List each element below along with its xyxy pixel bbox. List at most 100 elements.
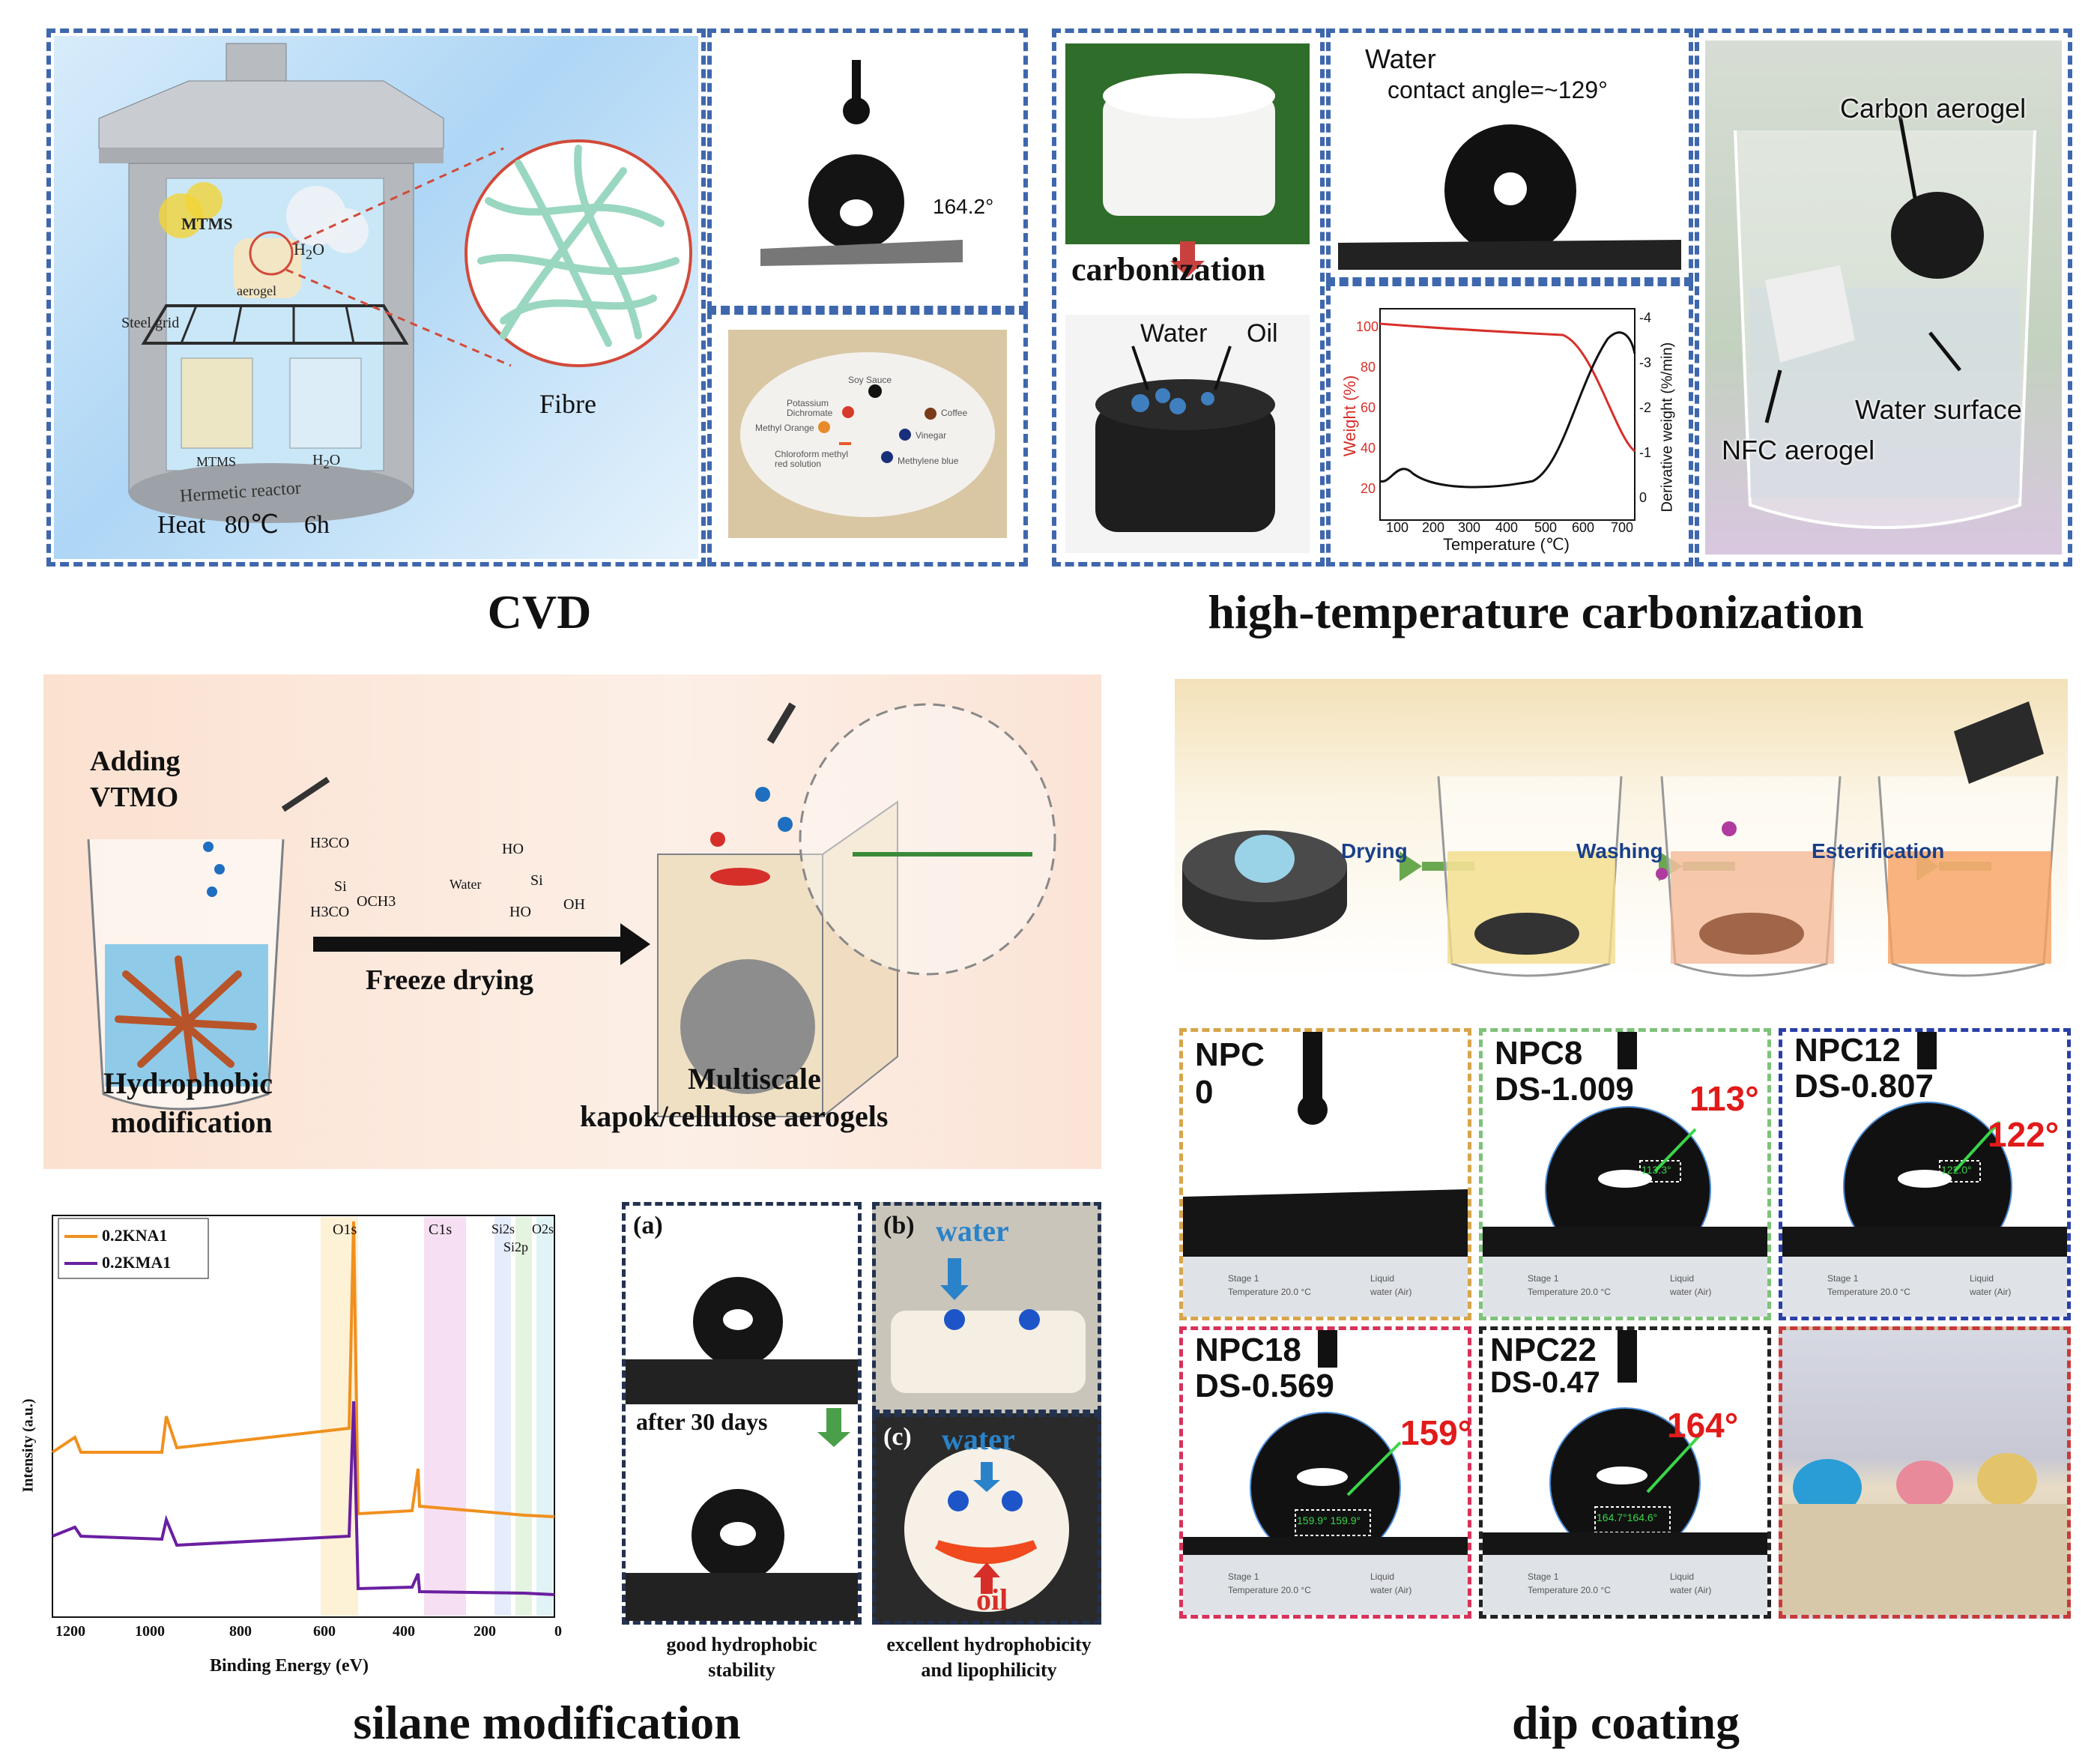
npc8-liquid: Liquid: [1670, 1273, 1695, 1284]
hydrophobic-label: Hydrophobic: [103, 1066, 273, 1100]
step-washing: Washing: [1576, 839, 1663, 863]
beaker-o: O: [329, 452, 341, 468]
npc8-water: water (Air): [1670, 1287, 1712, 1297]
xps-chart-svg: [51, 1215, 555, 1618]
after-30-days: after 30 days: [636, 1408, 768, 1435]
npc8-stage: Stage 1: [1528, 1273, 1559, 1284]
cvd-reactor-illustration: MTMS H2O aerogel Steel grid MTMS H2O Her…: [54, 36, 698, 559]
sample-npc: NPC 0 Stage 1 Temperature 20.0 °C Liquid…: [1179, 1028, 1471, 1320]
silane-title: silane modification: [353, 1696, 741, 1749]
white-aerogel-drawing: [1103, 73, 1275, 216]
carbon-contact-image: Water contact angle=~129°: [1338, 40, 1681, 270]
heat-label: Heat 80℃ 6h: [157, 511, 330, 539]
carbonization-label: carbonization: [1071, 251, 1266, 288]
silane-drawing: [87, 702, 1056, 1117]
oil-label: Oil: [1247, 319, 1278, 348]
step-esterification: Esterification: [1812, 839, 1945, 863]
tga-x-600: 600: [1572, 520, 1595, 535]
chem-right-ho: HO: [502, 841, 524, 857]
stain-chloroform: Chloroform methyl red solution: [775, 449, 849, 469]
panel-c: (c) water oil: [872, 1413, 1101, 1625]
npc-water: water (Air): [1370, 1287, 1412, 1297]
panel-c-drawing: [904, 1447, 1069, 1612]
npc8-temp: Temperature 20.0 °C: [1528, 1287, 1611, 1297]
xps-x-1200: 1200: [55, 1623, 85, 1640]
oil-c-label: oil: [976, 1583, 1008, 1616]
steel-grid-label: Steel grid: [121, 315, 180, 331]
carbonization-arrow: [1169, 241, 1206, 277]
npc22-ds: DS-0.47: [1490, 1366, 1600, 1399]
stain-methylene: Methylene blue: [898, 456, 959, 466]
stain-potassium: Potassium Dichromate: [787, 398, 833, 418]
contact-angle-text: contact angle=~129°: [1388, 76, 1608, 103]
sample-npc12: NPC12 DS-0.807 122° 122.0° Stage 1 Tempe…: [1779, 1028, 2071, 1320]
npc-name: NPC: [1195, 1036, 1265, 1073]
stain-vinegar: Vinegar: [916, 430, 947, 441]
cvd-contact-image: 164.2°: [715, 37, 1020, 301]
panel-a-drawing: [626, 1277, 858, 1621]
npc22-inner: 164.7°164.6°: [1597, 1511, 1658, 1523]
xps-x-0: 0: [554, 1623, 562, 1640]
legend-kma: 0.2KMA1: [102, 1253, 172, 1272]
carbonization-title: high-temperature carbonization: [1208, 585, 1864, 638]
mtms-beaker-label: MTMS: [196, 454, 237, 469]
tga-ylabel-left: Weight (%): [1340, 375, 1360, 457]
white-aerogel-photo: [1065, 43, 1310, 244]
npc18-inner: 159.9° 159.9°: [1297, 1514, 1361, 1526]
water-sub: 2: [305, 247, 313, 262]
npc8-angle: 113°: [1689, 1079, 1759, 1118]
carbon-aerogel-drawing: [1095, 345, 1275, 532]
peak-c1s: C1s: [429, 1221, 453, 1238]
label-a: (a): [633, 1212, 663, 1239]
npc22-drawing: [1483, 1330, 1767, 1615]
npc22-liquid: Liquid: [1670, 1571, 1695, 1582]
adding-label: Adding: [90, 746, 181, 777]
npc12-drawing: [1782, 1032, 2067, 1317]
stain-soy: Soy Sauce: [848, 375, 892, 385]
peak-si2p: Si2p: [503, 1239, 529, 1254]
peak-si2s: Si2s: [491, 1221, 515, 1236]
good-stability-2: stability: [708, 1659, 775, 1681]
water-h: H: [294, 240, 306, 259]
npc12-angle: 122°: [1988, 1115, 2060, 1154]
water-o: O: [312, 240, 324, 259]
npc18-ds: DS-0.569: [1195, 1368, 1334, 1404]
tga-yr-1: -1: [1639, 445, 1652, 460]
nfc-aerogel-label: NFC aerogel: [1722, 435, 1875, 465]
carbon-contact-drawing: [1338, 124, 1681, 270]
stain-orange: Methyl Orange: [755, 423, 814, 433]
cvd-contact-panel: [707, 28, 1028, 310]
tga-y-80: 80: [1361, 360, 1376, 375]
npc8-drawing: [1483, 1032, 1767, 1317]
xps-xlabel: Binding Energy (eV): [210, 1656, 369, 1676]
xps-chart: 0.2KNA1 0.2KMA1 O1s C1s Si2s Si2p O2s In…: [15, 1199, 569, 1694]
xps-x-200: 200: [473, 1623, 496, 1640]
dip-process: Drying Washing Esterification: [1175, 679, 2068, 979]
good-stability-1: good hydrophobic: [666, 1634, 817, 1655]
tga-y-20: 20: [1361, 481, 1376, 496]
npc-drawing: [1183, 1032, 1468, 1317]
tga-xlabel: Temperature (℃): [1443, 535, 1570, 554]
dip-title: dip coating: [1511, 1696, 1740, 1749]
tga-y-60: 60: [1361, 400, 1376, 415]
npc12-ds: DS-0.807: [1794, 1068, 1934, 1105]
excellent-1: excellent hydrophobicity: [886, 1634, 1092, 1655]
stain-drawing: [740, 352, 995, 517]
carbon-aerogel-photo: Water Oil: [1065, 315, 1310, 553]
beaker-drawing: [1734, 115, 2036, 529]
panel-b: (b) water: [872, 1202, 1101, 1413]
carbon-sample-panel: [1052, 28, 1325, 567]
tga-x-700: 700: [1611, 520, 1634, 535]
npc18-temp: Temperature 20.0 °C: [1228, 1585, 1311, 1595]
xps-x-800: 800: [229, 1623, 252, 1640]
carbon-aerogel-label: Carbon aerogel: [1840, 93, 2027, 124]
npc22-water: water (Air): [1670, 1585, 1712, 1595]
npc18-drawing: [1183, 1330, 1468, 1615]
sample-npc18: NPC18 DS-0.569 159° 159.9° 159.9° Stage …: [1179, 1326, 1471, 1619]
xps-x-1000: 1000: [135, 1623, 165, 1640]
npc22-temp: Temperature 20.0 °C: [1528, 1585, 1611, 1595]
npc12-liquid: Liquid: [1970, 1273, 1994, 1284]
cvd-angle-label: 164.2°: [933, 195, 994, 218]
chem-left-si: Si: [334, 878, 347, 895]
npc12-name: NPC12: [1794, 1032, 1901, 1069]
